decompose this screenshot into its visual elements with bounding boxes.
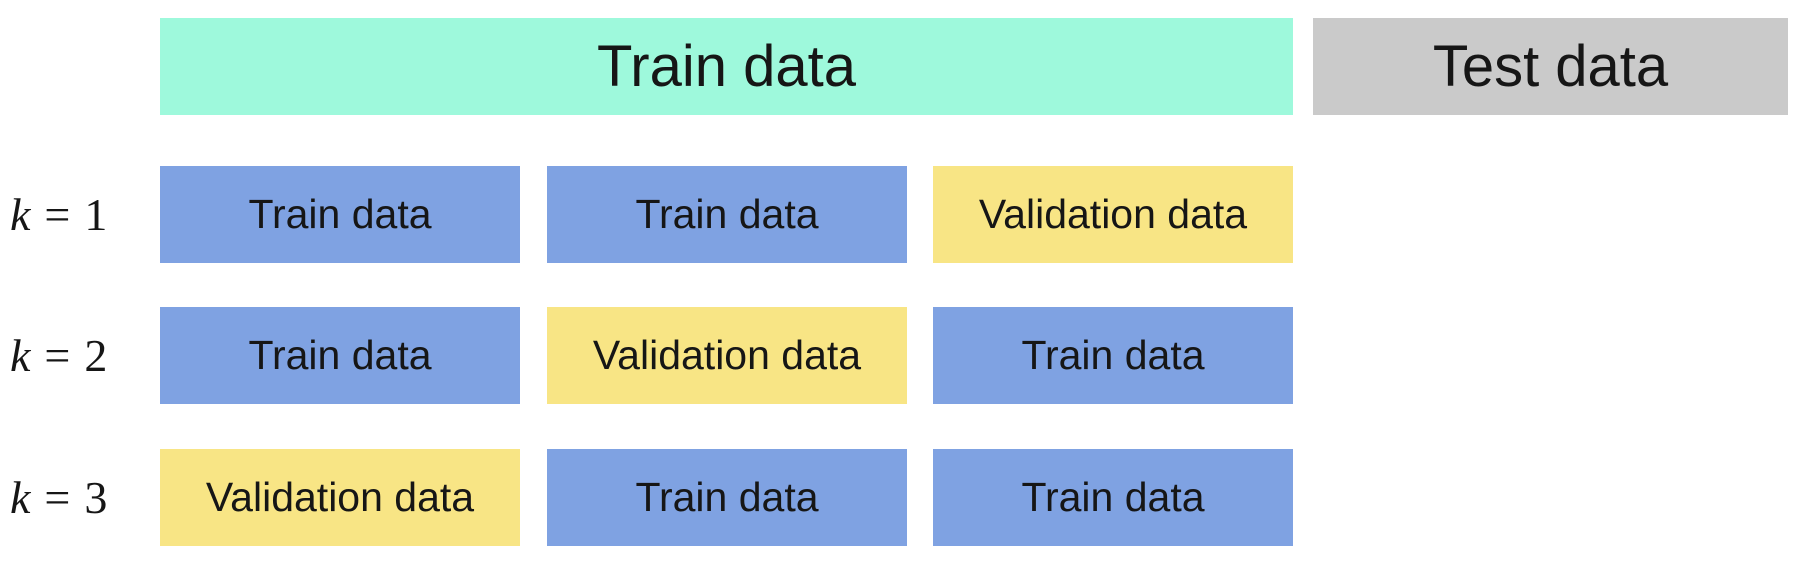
k-value: 2 <box>84 330 108 381</box>
fold-label: Validation data <box>592 332 862 378</box>
fold-label: Train data <box>248 191 432 237</box>
fold-k1-3: Validation data <box>933 166 1293 263</box>
fold-label: Train data <box>1021 474 1205 520</box>
k-value: 1 <box>84 189 108 240</box>
row-label-k3: k = 3 <box>10 449 142 546</box>
fold-k2-1: Train data <box>160 307 520 404</box>
fold-k2-2: Validation data <box>547 307 907 404</box>
k-symbol: k <box>10 189 31 240</box>
equals-sign: = <box>44 189 71 240</box>
equals-sign: = <box>44 330 71 381</box>
test-data-header-label: Test data <box>1432 34 1669 99</box>
fold-k1-1: Train data <box>160 166 520 263</box>
fold-k3-3: Train data <box>933 449 1293 546</box>
k-symbol: k <box>10 330 31 381</box>
fold-label: Train data <box>248 332 432 378</box>
row-label-k2: k = 2 <box>10 307 142 404</box>
fold-label: Validation data <box>978 191 1248 237</box>
fold-label: Train data <box>635 191 819 237</box>
row-label-k1: k = 1 <box>10 166 142 263</box>
equals-sign: = <box>44 472 71 523</box>
fold-k3-1: Validation data <box>160 449 520 546</box>
k-value: 3 <box>84 472 108 523</box>
k-symbol: k <box>10 472 31 523</box>
fold-k1-2: Train data <box>547 166 907 263</box>
fold-label: Train data <box>1021 332 1205 378</box>
fold-k3-2: Train data <box>547 449 907 546</box>
fold-label: Validation data <box>205 474 475 520</box>
fold-k2-3: Train data <box>933 307 1293 404</box>
train-data-header: Train data <box>160 18 1293 115</box>
test-data-header: Test data <box>1313 18 1788 115</box>
train-data-header-label: Train data <box>597 34 856 99</box>
fold-label: Train data <box>635 474 819 520</box>
